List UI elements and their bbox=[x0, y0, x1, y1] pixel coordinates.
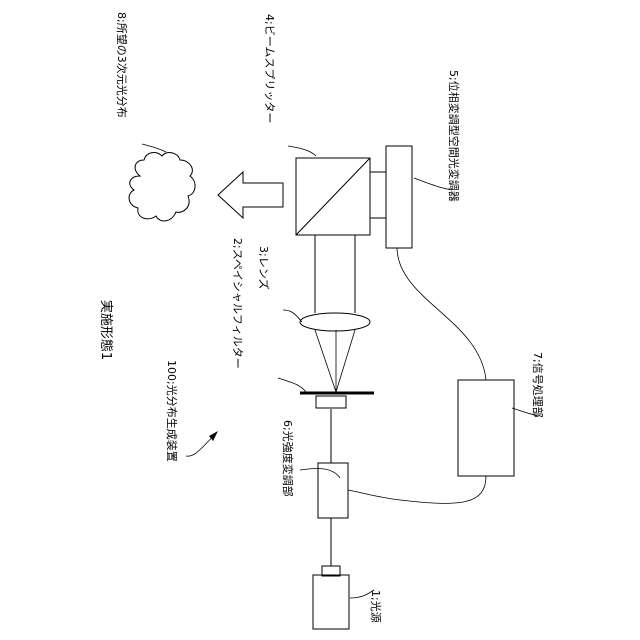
output-arrow-icon bbox=[218, 172, 283, 218]
leader-beam-splitter bbox=[288, 146, 316, 156]
leader-spatial-filter bbox=[278, 378, 306, 392]
label-spatial-filter: 2;スペイシャルフィルター bbox=[231, 238, 244, 369]
cloud-distribution-icon bbox=[129, 153, 195, 221]
label-signal-processor: 7;信号処理部 bbox=[531, 352, 545, 418]
label-light-source: 1;光源 bbox=[369, 590, 383, 623]
light-source-body bbox=[313, 575, 349, 629]
leader-lens bbox=[283, 310, 302, 322]
phase-modulator bbox=[370, 146, 412, 248]
beam-splitter bbox=[296, 158, 370, 235]
spatial-filter bbox=[300, 393, 374, 408]
diagram-title: 実施形態1 bbox=[98, 300, 114, 360]
signal-processor bbox=[458, 380, 514, 476]
label-intensity-modulator: 6;光強度変調部 bbox=[281, 420, 295, 497]
label-lens: 3;レンズ bbox=[257, 246, 271, 289]
leader-phase-modulator bbox=[414, 178, 452, 190]
leader-target-distribution bbox=[142, 144, 166, 152]
label-phase-modulator: 5;位相変調型空間光変調器 bbox=[447, 70, 461, 202]
phase-modulator-coupler bbox=[370, 172, 386, 218]
cable-processor-to-modulator bbox=[348, 476, 486, 503]
label-beam-splitter: 4;ビームスプリッター bbox=[263, 14, 276, 123]
leader-intensity-modulator bbox=[300, 468, 340, 478]
beam-splitter-diagonal bbox=[296, 158, 370, 235]
spatial-filter-mount bbox=[316, 396, 346, 408]
cable-slm-to-processor bbox=[397, 248, 486, 380]
beam-cone bbox=[315, 330, 355, 392]
label-target-distribution: 8;所望の3次元光分布 bbox=[115, 12, 129, 118]
phase-modulator-body bbox=[386, 146, 412, 248]
lens bbox=[300, 313, 370, 331]
light-source bbox=[313, 566, 349, 629]
label-system: 100;光分布生成装置 bbox=[165, 360, 179, 462]
intensity-modulator bbox=[318, 463, 348, 518]
